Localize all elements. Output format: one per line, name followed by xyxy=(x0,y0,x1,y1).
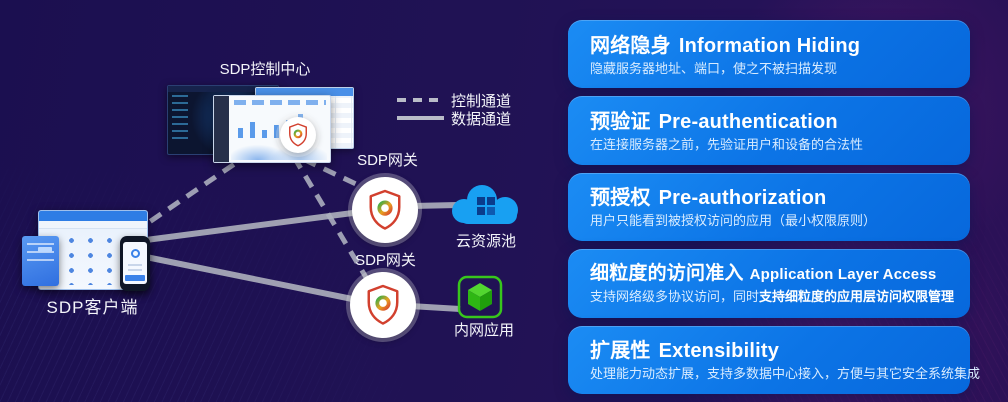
shield-icon xyxy=(289,123,307,147)
feature-desc-normal: 支持网络级多协议访问，同时 xyxy=(590,289,760,305)
dashboard-sidebar xyxy=(214,96,229,162)
channel-legend: 控制通道 数据通道 xyxy=(397,91,512,128)
legend-data-label: 数据通道 xyxy=(451,110,512,128)
solid-line-icon xyxy=(397,116,444,120)
legend-data-channel: 数据通道 xyxy=(397,109,512,128)
feature-panel: 网络隐身 Information Hiding 隐藏服务器地址、端口，使之不被扫描… xyxy=(568,20,981,395)
feature-title: 预验证 Pre-authentication xyxy=(590,110,948,134)
feature-title-en: Pre-authorization xyxy=(658,187,827,210)
cloud-icon xyxy=(452,185,518,224)
client-label: SDP客户端 xyxy=(46,298,139,317)
feature-desc: 处理能力动态扩展，支持多数据中心接入，方便与其它安全系统集成 xyxy=(590,366,981,382)
client-window-tabs xyxy=(39,221,147,229)
legend-control-channel: 控制通道 xyxy=(397,91,512,110)
feature-title: 网络隐身 Information Hiding xyxy=(590,34,948,58)
feature-title-zh: 细粒度的访问准入 xyxy=(590,263,744,285)
cloud-pool-label: 云资源池 xyxy=(455,233,516,250)
client-window-header xyxy=(39,211,147,221)
phone-screen xyxy=(123,242,147,284)
feature-desc: 隐藏服务器地址、端口，使之不被扫描发现 xyxy=(590,60,838,76)
feature-desc-emphasis: 支持细粒度的应用层访问权限管理 xyxy=(759,289,955,305)
phone-logo-icon xyxy=(130,249,140,258)
gateway-1-node xyxy=(352,177,418,243)
feature-card-pre-authorization: 预授权 Pre-authorization 用户只能看到被授权访问的应用（最小权限… xyxy=(568,172,970,242)
cube-icon xyxy=(457,275,503,319)
gateway-2-node xyxy=(350,272,416,338)
feature-title-zh: 网络隐身 xyxy=(590,34,671,57)
shield-icon xyxy=(369,189,401,230)
intranet-app-label: 内网应用 xyxy=(453,322,514,339)
feature-title-zh: 预验证 xyxy=(590,110,651,133)
feature-title-en: Information Hiding xyxy=(678,34,861,57)
feature-card-pre-authentication: 预验证 Pre-authentication 在连接服务器之前，先验证用户和设备的… xyxy=(568,96,970,165)
feature-title: 细粒度的访问准入 Application Layer Access xyxy=(590,263,948,286)
shield-icon xyxy=(367,284,399,325)
feature-title-en: Pre-authentication xyxy=(658,110,838,133)
dashed-line-icon xyxy=(397,98,444,102)
feature-title: 扩展性 Extensibility xyxy=(590,339,948,363)
feature-title-zh: 预授权 xyxy=(590,187,651,210)
feature-title-en: Extensibility xyxy=(658,340,780,363)
phone-login-button xyxy=(125,275,145,281)
feature-desc: 在连接服务器之前，先验证用户和设备的合法性 xyxy=(590,136,864,152)
feature-title: 预授权 Pre-authorization xyxy=(590,186,948,210)
control-center-shield-badge xyxy=(280,117,316,153)
legend-control-label: 控制通道 xyxy=(451,92,512,110)
feature-card-information-hiding: 网络隐身 Information Hiding 隐藏服务器地址、端口，使之不被扫描… xyxy=(568,20,970,89)
feature-desc: 用户只能看到被授权访问的应用（最小权限原则） xyxy=(590,213,877,229)
client-login-panel xyxy=(22,236,59,286)
client-phone xyxy=(120,236,150,291)
intranet-app-node xyxy=(455,274,505,320)
cloud-pool-node xyxy=(447,182,525,228)
feature-card-extensibility: 扩展性 Extensibility 处理能力动态扩展，支持多数据中心接入，方便与其… xyxy=(568,325,981,395)
phone-text-line xyxy=(128,269,142,271)
client-node xyxy=(22,206,152,296)
control-center-screens xyxy=(165,84,357,164)
feature-title-en: Application Layer Access xyxy=(749,266,937,284)
gateway-2-label: SDP网关 xyxy=(355,252,416,269)
dashboard-toolbar xyxy=(234,100,326,105)
feature-desc: 支持网络级多协议访问，同时支持细粒度的应用层访问权限管理 xyxy=(590,289,954,305)
feature-title-zh: 扩展性 xyxy=(590,340,651,363)
feature-card-application-layer-access: 细粒度的访问准入 Application Layer Access 支持网络级多协… xyxy=(568,249,970,318)
phone-text-line xyxy=(128,264,142,266)
control-center-label: SDP控制中心 xyxy=(219,61,311,78)
gateway-1-label: SDP网关 xyxy=(357,152,418,169)
